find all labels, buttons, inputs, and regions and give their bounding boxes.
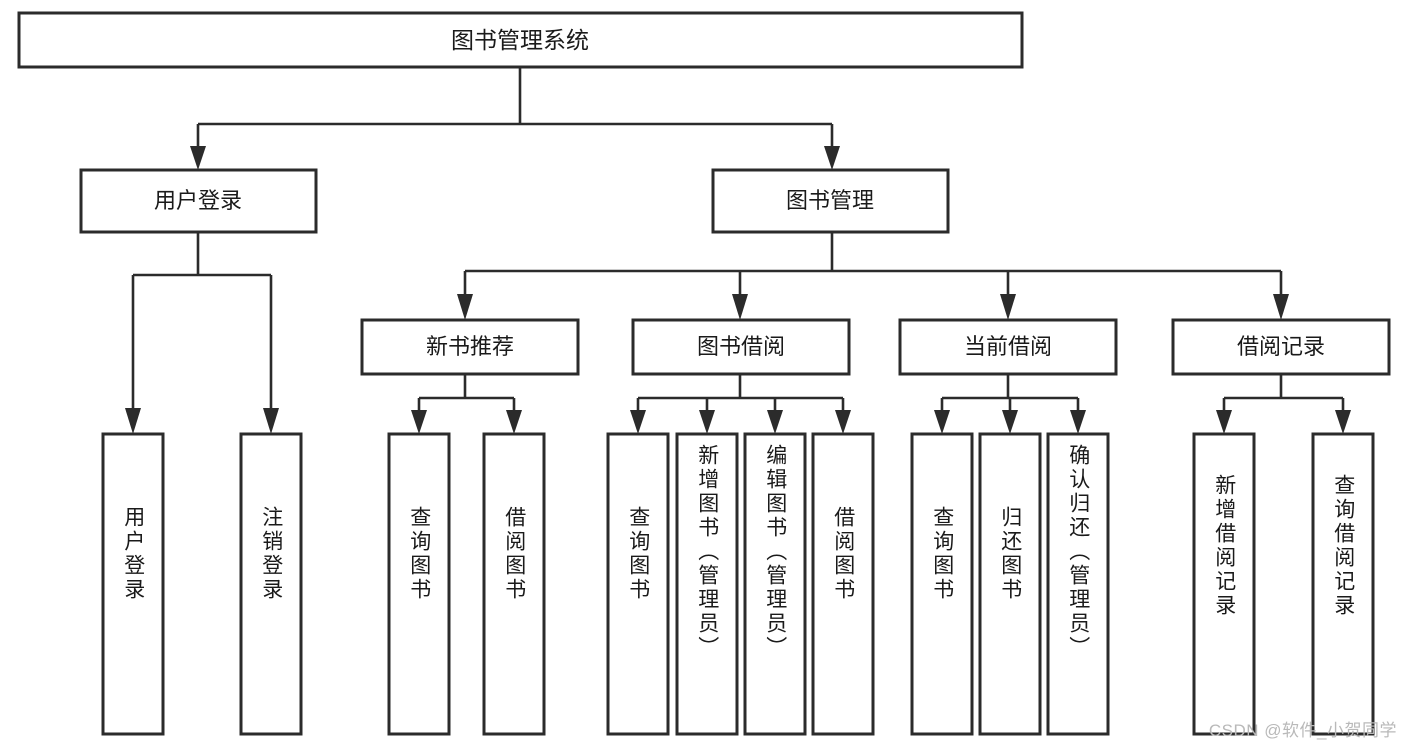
arrow-head-book-manage <box>824 146 840 170</box>
leaf-box-book-borrow-2[interactable] <box>743 432 807 736</box>
leaf-box-book-borrow-3[interactable] <box>811 432 875 736</box>
leaf-box-new-book-0[interactable] <box>387 432 451 736</box>
node-book-borrow-box[interactable] <box>631 318 851 376</box>
node-book-borrow-label: 图书借阅 <box>697 334 785 359</box>
arrow-head-bb-leaf-1 <box>630 410 646 434</box>
arrow-head-current-borrow <box>1000 294 1016 320</box>
connector-group <box>125 67 1351 434</box>
node-borrow-record-label: 借阅记录 <box>1237 334 1325 359</box>
arrow-head-leaf-logout <box>263 408 279 434</box>
arrow-head-br-leaf-1 <box>1216 410 1232 434</box>
arrow-head-cb-leaf-2 <box>1002 410 1018 434</box>
leaf-box-new-book-1[interactable] <box>482 432 546 736</box>
leaf-box-user-login-0[interactable] <box>101 432 165 736</box>
node-root-box[interactable] <box>17 11 1024 69</box>
leaf-box-borrow-record-1[interactable] <box>1311 432 1375 736</box>
node-book-manage-box[interactable] <box>711 168 950 234</box>
arrow-head-user-login <box>190 146 206 170</box>
node-book-manage-label: 图书管理 <box>786 188 874 213</box>
node-new-book-recommend-label: 新书推荐 <box>426 334 514 359</box>
arrow-head-bb-leaf-3 <box>767 410 783 434</box>
leaf-box-current-borrow-0[interactable] <box>910 432 974 736</box>
node-borrow-record-box[interactable] <box>1171 318 1391 376</box>
arrow-head-cb-leaf-3 <box>1070 410 1086 434</box>
arrow-head-bb-leaf-2 <box>699 410 715 434</box>
leaf-box-book-borrow-1[interactable] <box>675 432 739 736</box>
arrow-head-br-leaf-2 <box>1335 410 1351 434</box>
node-root-label: 图书管理系统 <box>451 27 589 53</box>
csdn-watermark: CSDN @软件_小贺同学 <box>1208 721 1397 740</box>
arrow-head-leaf-user-login <box>125 408 141 434</box>
arrow-head-nb-leaf-2 <box>506 410 522 434</box>
leaf-box-borrow-record-0[interactable] <box>1192 432 1256 736</box>
node-label-group: 图书管理系统 用户登录 图书管理 新书推荐 图书借阅 当前借阅 借阅记录 <box>154 27 1325 359</box>
node-user-login-label: 用户登录 <box>154 188 242 213</box>
arrow-head-book-borrow <box>732 294 748 320</box>
arrow-head-borrow-record <box>1273 294 1289 320</box>
arrow-head-nb-leaf-1 <box>411 410 427 434</box>
arrow-head-bb-leaf-4 <box>835 410 851 434</box>
arrow-head-new-book <box>457 294 473 320</box>
node-current-borrow-label: 当前借阅 <box>964 334 1052 359</box>
leaf-box-current-borrow-2[interactable] <box>1046 432 1110 736</box>
leaf-box-book-borrow-0[interactable] <box>606 432 670 736</box>
node-current-borrow-box[interactable] <box>898 318 1118 376</box>
leaf-box-user-login-1[interactable] <box>239 432 303 736</box>
arrow-head-cb-leaf-1 <box>934 410 950 434</box>
node-box-group <box>17 11 1391 736</box>
node-new-book-recommend-box[interactable] <box>360 318 580 376</box>
leaf-box-current-borrow-1[interactable] <box>978 432 1042 736</box>
node-user-login-box[interactable] <box>79 168 318 234</box>
